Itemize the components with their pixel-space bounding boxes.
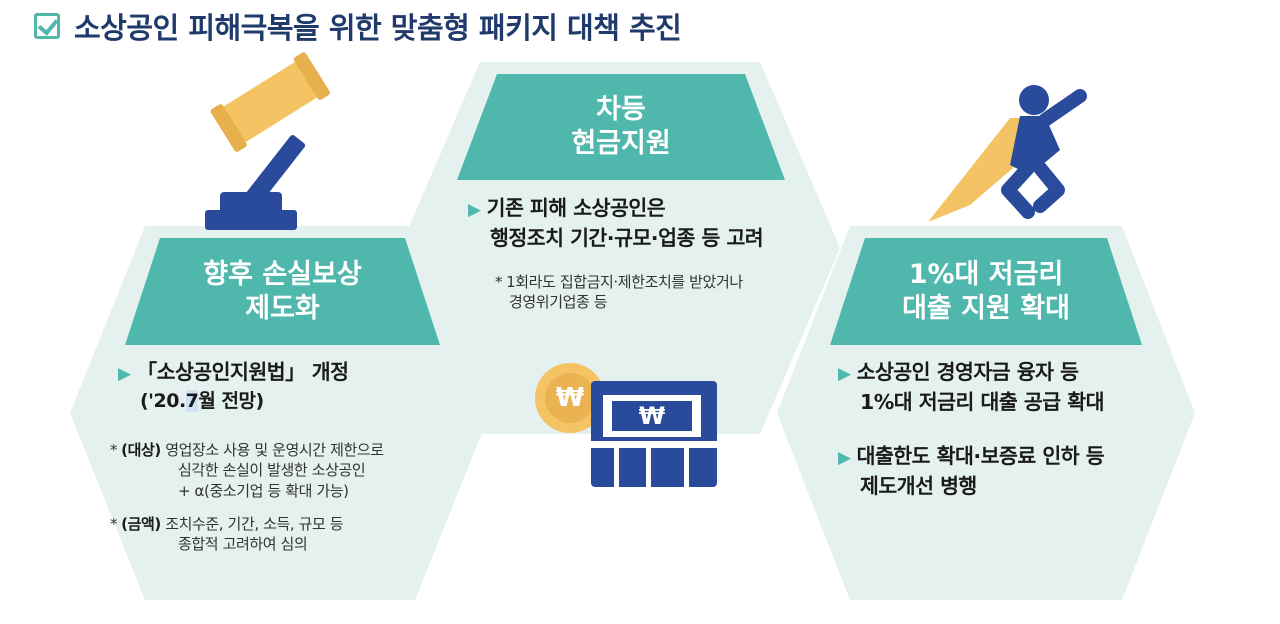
banner-right [830,238,1142,345]
center-note: *1회라도 집합금지·제한조치를 받았거나 경영위기업종 등 [495,273,743,312]
banner-left-line1: 향후 손실보상 [203,258,362,290]
left-bullet-1-post: 월 전망) [198,389,264,412]
center-bullet-1-line1: 기존 피해 소상공인은 [486,196,666,220]
left-note-target-line1: 영업장소 사용 및 운영시간 제한으로 [165,441,384,459]
banner-left-line2: 제도화 [245,292,320,324]
triangle-bullet-icon: ▶ [468,200,481,220]
banner-right-line1: 1%대 저금리 [908,258,1064,290]
banner-center-line1: 차등 [596,94,646,126]
right-bullet-2-line1: 대출한도 확대·보증료 인하 등 [856,444,1105,468]
right-bullet-1-line1: 소상공인 경영자금 융자 등 [856,360,1079,384]
coin-symbol: ₩ [555,383,585,413]
banner-center-text: 차등 현금지원 [457,74,785,180]
banner-left [125,238,440,345]
left-bullet-1-pre: ('20. [140,389,186,412]
page-title-text: 소상공인 피해극복을 위한 맞춤형 패키지 대책 추진 [74,11,682,45]
right-bullet-1: ▶소상공인 경영자금 융자 등 1%대 저금리 대출 공급 확대 [838,358,1104,417]
triangle-bullet-icon: ▶ [118,364,131,384]
banner-right-line2: 대출 지원 확대 [902,292,1070,324]
center-bullet-1-line2: 행정조치 기간·규모·업종 등 고려 [490,225,764,250]
left-bullet-1-highlight: 7 [185,389,199,412]
left-note-target-line2: 심각한 손실이 발생한 소상공인 [178,461,366,480]
banner-right-text: 1%대 저금리 대출 지원 확대 [830,238,1142,345]
atm-icon [588,381,720,487]
left-note-amount-label: (금액) [121,515,161,533]
left-bullet-1: ▶「소상공인지원법」 개정 ('20.7월 전망) [118,358,349,415]
left-note-target-line3: + α(중소기업 등 확대 가능) [178,481,349,500]
left-note-amount-line1: 조치수준, 기간, 소득, 규모 등 [165,515,344,533]
center-note-line2: 경영위기업종 등 [509,293,608,312]
superhero-icon [928,85,1087,222]
triangle-bullet-icon: ▶ [838,448,851,468]
banner-center-line2: 현금지원 [571,128,671,159]
gavel-icon [205,52,330,230]
center-note-line1: 1회라도 집합금지·제한조치를 받았거나 [506,273,743,291]
right-bullet-2: ▶대출한도 확대·보증료 인하 등 제도개선 병행 [838,442,1105,501]
left-note-target: *(대상) 영업장소 사용 및 운영시간 제한으로 심각한 손실이 발생한 소상… [110,441,384,500]
banner-center [457,74,785,180]
left-note-amount: *(금액) 조치수준, 기간, 소득, 규모 등 종합적 고려하여 심의 [110,515,344,554]
left-bullet-1-line1: 「소상공인지원법」 개정 [136,360,349,384]
banner-left-text: 향후 손실보상 제도화 [125,238,440,345]
center-bullet-1: ▶기존 피해 소상공인은 행정조치 기간·규모·업종 등 고려 [468,194,764,253]
triangle-bullet-icon: ▶ [838,364,851,384]
left-note-target-label: (대상) [121,441,161,459]
checkbox-icon [34,13,60,39]
page-title: 소상공인 피해극복을 위한 맞춤형 패키지 대책 추진 [34,4,682,48]
atm-symbol: ₩ [638,402,666,430]
right-bullet-1-line2: 1%대 저금리 대출 공급 확대 [860,389,1104,414]
right-bullet-2-line2: 제도개선 병행 [860,473,977,498]
coin-icon [535,363,605,433]
left-note-amount-line2: 종합적 고려하여 심의 [178,535,308,554]
